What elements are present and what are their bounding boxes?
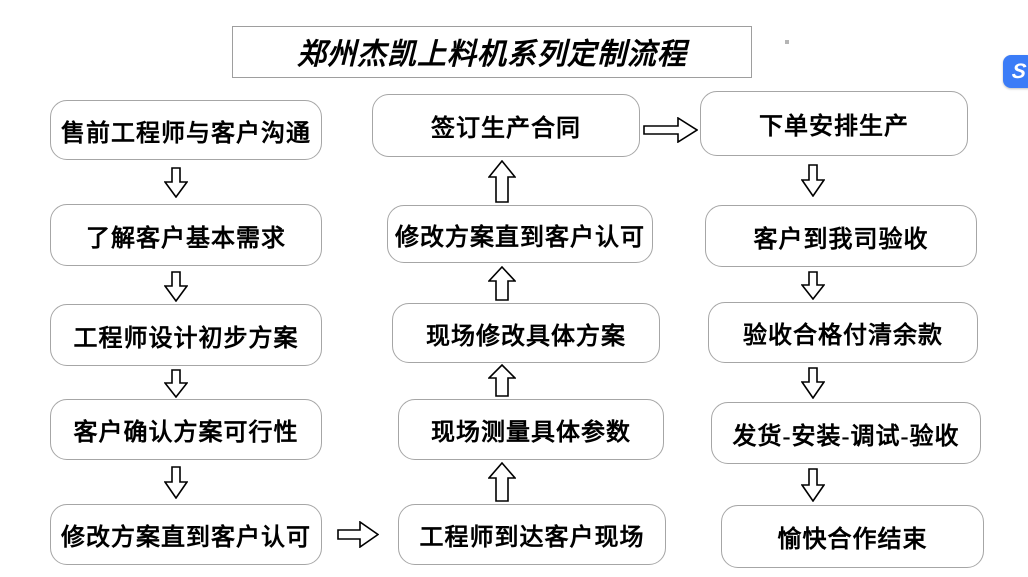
stray-dot (785, 40, 789, 44)
arrow-right-icon (337, 521, 379, 548)
arrow-up-icon (488, 462, 516, 502)
arrow-down-icon (164, 369, 188, 398)
node-preliminary-design: 工程师设计初步方案 (50, 304, 322, 366)
node-revise-until-approved-1: 修改方案直到客户认可 (50, 504, 322, 565)
arrow-down-icon (801, 271, 825, 300)
arrow-up-icon (488, 160, 516, 203)
node-onsite-measure-params: 现场测量具体参数 (398, 399, 664, 460)
arrow-down-icon (801, 468, 825, 502)
arrow-up-icon (488, 364, 516, 397)
node-ship-install-debug-accept: 发货-安装-调试-验收 (711, 402, 981, 464)
node-cooperation-ends: 愉快合作结束 (721, 505, 984, 568)
node-confirm-feasibility: 客户确认方案可行性 (50, 399, 322, 460)
node-customer-acceptance-visit: 客户到我司验收 (705, 205, 977, 267)
s-logo-icon[interactable]: S (1003, 55, 1028, 88)
node-engineer-arrives-site: 工程师到达客户现场 (398, 504, 666, 565)
node-understand-needs: 了解客户基本需求 (50, 204, 322, 266)
arrow-up-icon (488, 266, 516, 301)
node-onsite-revise-plan: 现场修改具体方案 (392, 303, 660, 363)
flowchart-title-box: 郑州杰凯上料机系列定制流程 (232, 26, 752, 78)
flowchart-title: 郑州杰凯上料机系列定制流程 (296, 38, 687, 72)
s-logo-glyph: S (1010, 60, 1028, 83)
node-revise-until-approved-2: 修改方案直到客户认可 (387, 205, 653, 263)
node-sign-contract: 签订生产合同 (372, 94, 640, 157)
arrow-down-icon (164, 167, 188, 198)
node-place-order-production: 下单安排生产 (700, 91, 968, 156)
node-pay-balance: 验收合格付清余款 (708, 302, 978, 363)
arrow-down-icon (164, 466, 188, 499)
arrow-down-icon (164, 271, 188, 302)
arrow-down-icon (801, 164, 825, 197)
arrow-right-icon (643, 117, 698, 143)
node-presales-communication: 售前工程师与客户沟通 (50, 100, 322, 160)
arrow-down-icon (801, 367, 825, 399)
